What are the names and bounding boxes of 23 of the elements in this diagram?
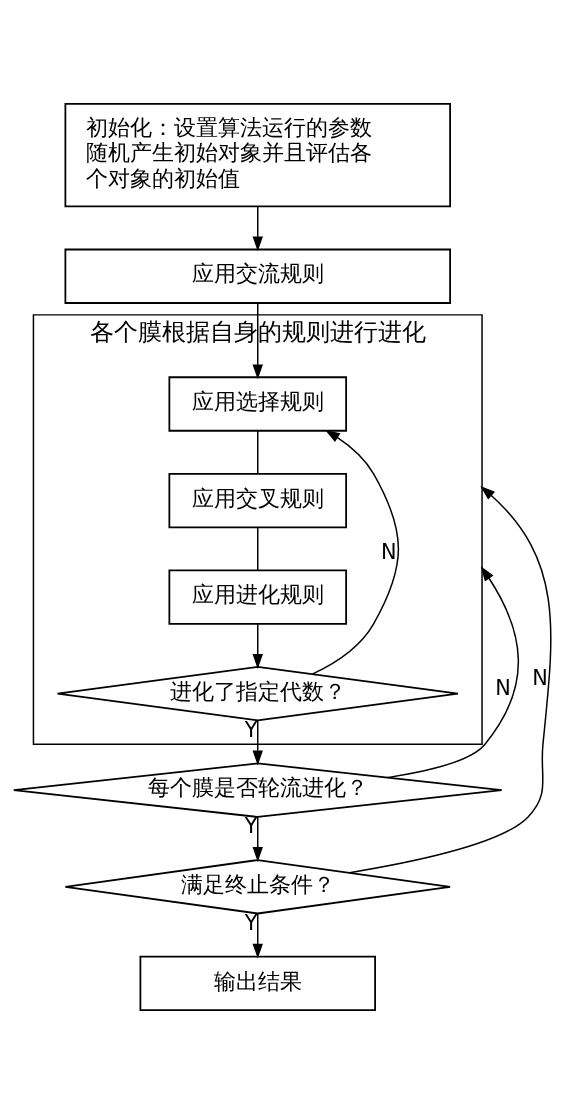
arrow [252,912,263,959]
arrow [311,429,400,675]
arrow [252,816,263,862]
arrow [252,622,263,669]
node-box: 初始化：设置算法运行的参数随机产生初始对象并且评估各个对象的初始值 [64,102,451,207]
edge-label: N [532,665,548,690]
arrow [348,485,552,873]
arrow [252,302,263,379]
connector [257,526,259,571]
node-box: 应用选择规则 [168,375,347,432]
node-diamond: 每个膜是否轮流进化？ [12,762,503,818]
node-diamond: 满足终止条件？ [64,858,451,914]
node-box: 应用进化规则 [168,569,347,625]
arrow [386,565,520,778]
node-box: 应用交流规则 [64,248,451,304]
node-diamond: 进化了指定代数？ [56,665,459,721]
edge-label: N [381,539,397,564]
arrow [252,205,263,251]
edge-label: N [495,675,511,700]
connector [257,429,259,474]
node-box: 应用交叉规则 [168,472,347,528]
arrow [252,719,263,765]
node-box: 输出结果 [139,955,376,1011]
